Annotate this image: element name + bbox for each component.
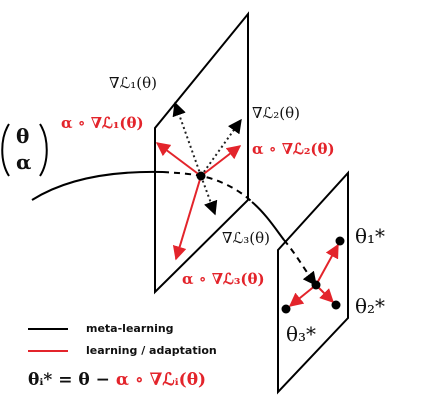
theta-star-1-point (335, 236, 345, 246)
legend-meta-learning-label: meta-learning (86, 322, 174, 335)
param-vector-theta: θ (16, 124, 30, 148)
param-vector-right-paren (39, 123, 48, 177)
theta-star-3-label: θ₃* (286, 322, 317, 346)
meta-learning-curve-solid (31, 170, 164, 201)
meta-parameter-point (196, 171, 206, 181)
theta-star-2-point (331, 300, 341, 310)
param-vector-left-paren (1, 123, 10, 177)
theta-star-3-point (281, 304, 291, 314)
update-formula: θᵢ* = θ − α ∘ ∇ℒᵢ(θ) (28, 372, 206, 389)
theta-star-3-arrow (288, 284, 317, 307)
alpha-grad-l1-arrow (155, 142, 202, 177)
task-start-point (311, 280, 321, 290)
meta-learning-curve-arrow (283, 239, 317, 287)
grad-l3-arrow (200, 175, 218, 216)
legend-learning-adaptation-label: learning / adaptation (86, 344, 217, 357)
grad-l2-arrow (200, 118, 242, 177)
alpha-grad-l2-arrow (200, 145, 242, 177)
alpha-grad-l3-arrow (172, 175, 202, 261)
alpha-grad-l2-label: α ∘ ∇ℒ₂(θ) (252, 140, 335, 158)
param-vector-alpha: α (16, 150, 32, 174)
update-formula-lhs: θᵢ* = θ − (28, 370, 110, 390)
theta-star-2-label: θ₂* (355, 294, 386, 318)
task-plane-large (154, 11, 249, 295)
alpha-grad-l3-label: α ∘ ∇ℒ₃(θ) (182, 270, 265, 288)
meta-learning-curve-solid-middle (251, 201, 285, 241)
theta-star-1-label: θ₁* (355, 224, 386, 248)
update-formula-rhs: α ∘ ∇ℒᵢ(θ) (115, 370, 207, 390)
grad-l3-label: ∇ℒ₃(θ) (222, 229, 271, 247)
theta-star-1-arrow (315, 243, 339, 286)
grad-l2-label: ∇ℒ₂(θ) (252, 104, 301, 122)
grad-l1-label: ∇ℒ₁(θ) (109, 74, 158, 92)
alpha-grad-l1-label: α ∘ ∇ℒ₁(θ) (61, 114, 144, 132)
